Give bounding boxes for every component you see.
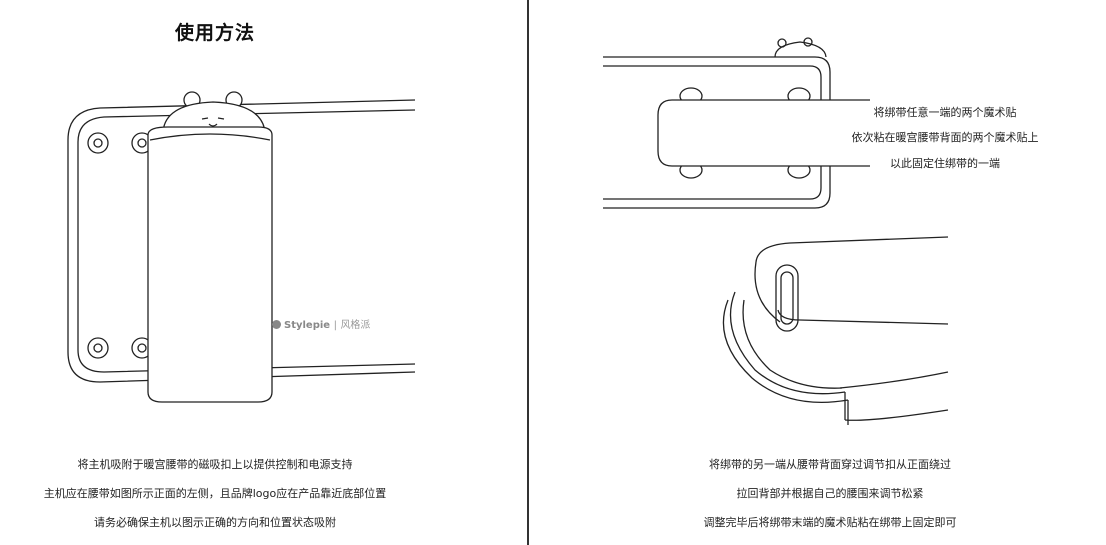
left-caption-line-2: 主机应在腰带如图所示正面的左侧，且品牌logo应在产品靠近底部位置 xyxy=(43,487,387,500)
left-caption-line-1: 将主机吸附于暖宫腰带的磁吸扣上以提供控制和电源支持 xyxy=(77,458,353,471)
left-caption-line-3: 请务必确保主机以图示正确的方向和位置状态吸附 xyxy=(94,516,336,529)
right-caption-line-1: 将绑带的另一端从腰带背面穿过调节扣从正面绕过 xyxy=(709,458,951,471)
strap-note-line-1: 将绑带任意一端的两个魔术贴 xyxy=(873,106,1017,119)
stylepie-logo-icon xyxy=(272,320,281,329)
strap-note-line-3: 以此固定住绑带的一端 xyxy=(890,157,1000,170)
strap-note-line-2: 依次粘在暖宫腰带背面的两个魔术贴上 xyxy=(851,131,1039,144)
page-title: 使用方法 xyxy=(174,22,255,44)
right-caption-line-3: 调整完毕后将绑带末端的魔术贴粘在绑带上固定即可 xyxy=(703,516,957,529)
brand-mark: Stylepie | 风格派 xyxy=(272,316,370,331)
brand-name: Stylepie xyxy=(284,320,331,331)
right-caption-line-2: 拉回背部并根据自己的腰围来调节松紧 xyxy=(736,487,924,500)
brand-separator: | xyxy=(333,320,337,331)
host-attach-illustration xyxy=(67,91,416,403)
brand-cn-name: 风格派 xyxy=(340,320,371,331)
column-divider xyxy=(527,0,529,545)
